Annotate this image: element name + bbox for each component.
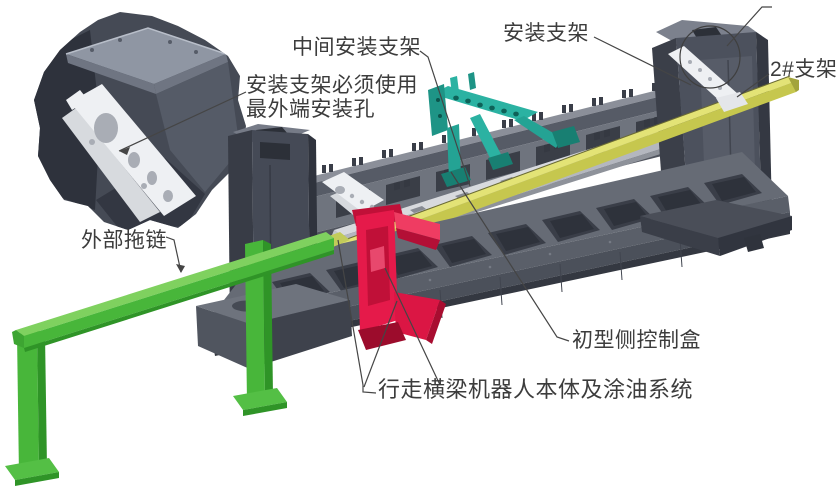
label-drag-chain: 外部拖链 [81, 229, 167, 252]
external-drag-chain [5, 232, 350, 486]
inset-detail-view [34, 12, 246, 230]
label-control-box: 初型侧控制盒 [572, 329, 701, 352]
label-center-bracket: 中间安装支架 [292, 36, 421, 59]
right-mount-bracket-2 [668, 46, 748, 112]
yellow-chain-channel [318, 75, 799, 265]
label-mount-bracket: 安装支架 [503, 22, 589, 45]
label-beam-robot: 行走横梁机器人本体及涂油系统 [378, 377, 694, 402]
middle-mount-bracket [428, 72, 580, 187]
note-line-1: 安装支架必须使用 [246, 74, 418, 97]
label-outermost-holes-note: 安装支架必须使用 最外端安装孔 [246, 74, 418, 122]
leader-lines [118, 6, 772, 394]
detail-circle-indicator [679, 25, 741, 89]
label-bracket2: 2#支架 [770, 58, 838, 81]
oiling-robot-assembly [352, 204, 446, 350]
base-bed [196, 152, 792, 370]
note-line-2: 最外端安装孔 [246, 98, 375, 121]
